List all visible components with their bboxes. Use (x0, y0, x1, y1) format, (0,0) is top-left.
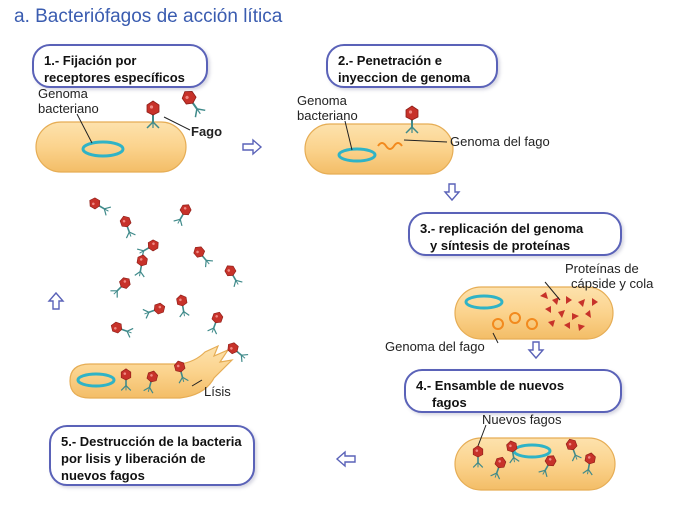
label-genoma-del-fago-3: Genoma del fago (385, 339, 485, 354)
bacterium-step2 (304, 120, 454, 175)
arrow-step3-to-4 (528, 341, 544, 359)
label-genoma-del-fago-2: Genoma del fago (450, 134, 550, 149)
step4-line2: fagos (432, 395, 467, 410)
arrow-step2-to-3 (444, 183, 460, 201)
step3-box: 3.- replicación del genoma y síntesis de… (408, 212, 622, 256)
label-nuevos-fagos: Nuevos fagos (482, 412, 562, 427)
bacterium-step3 (454, 281, 614, 344)
label-lisis: Lísis (204, 384, 231, 399)
released-phages (86, 195, 249, 363)
step5-line3: nuevos fagos (61, 468, 145, 483)
step4-line1: 4.- Ensamble de nuevos (416, 378, 565, 393)
step4-box: 4.- Ensamble de nuevos fagos (404, 369, 622, 413)
label-genoma-bacteriano-1: Genoma bacteriano (38, 86, 99, 116)
step5-line2: por lisis y liberación de (61, 451, 206, 466)
step3-line2: y síntesis de proteínas (430, 238, 571, 253)
step5-box: 5.- Destrucción de la bacteria por lisis… (49, 425, 255, 486)
label-fago: Fago (191, 124, 223, 139)
step5-line1: 5.- Destrucción de la bacteria (61, 434, 242, 449)
phage-free-1 (178, 87, 207, 119)
step3-line1: 3.- replicación del genoma (420, 221, 584, 236)
label-proteinas: Proteínas de cápside y cola (565, 261, 654, 291)
arrow-step4-to-5 (336, 451, 356, 467)
step1-box: 1.- Fijación por receptores específicos (32, 44, 208, 88)
step1-line2: receptores específicos (44, 70, 185, 85)
step2-box: 2.- Penetración e inyeccion de genoma (326, 44, 498, 88)
diagram-title: a. Bacteriófagos de acción lítica (14, 6, 283, 27)
arrow-step5-to-1 (48, 292, 64, 310)
label-genoma-bacteriano-2: Genoma bacteriano (297, 93, 358, 123)
step2-line1: 2.- Penetración e (338, 53, 443, 68)
step1-line1: 1.- Fijación por (44, 53, 137, 68)
bacterium-step1 (35, 113, 187, 173)
step2-line2: inyeccion de genoma (338, 70, 471, 85)
arrow-step1-to-2 (242, 139, 262, 155)
